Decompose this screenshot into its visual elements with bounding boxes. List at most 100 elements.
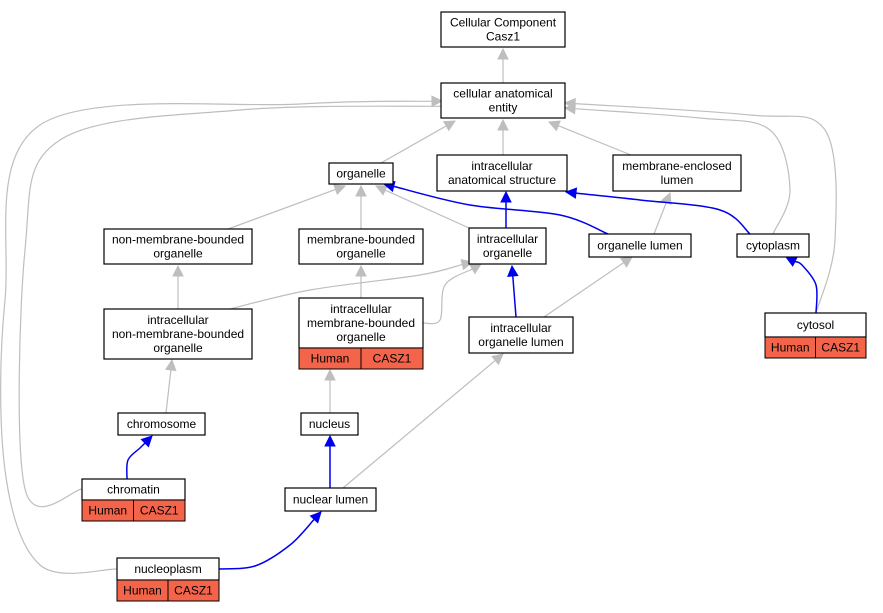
go-term-node-organelle[interactable]: organelle <box>328 162 394 185</box>
arrowhead-icon <box>172 264 184 277</box>
arrowhead-icon <box>140 435 153 448</box>
go-term-node-inmbo[interactable]: intracellularnon-membrane-boundedorganel… <box>103 308 253 360</box>
node-label: cytoplasm <box>746 239 800 253</box>
node-label: organelle lumen <box>597 239 682 253</box>
edge-line <box>18 105 449 508</box>
edge-io-to-organelle <box>374 185 470 229</box>
annotation-gene-label: CASZ1 <box>373 352 412 366</box>
node-label: intracellular <box>330 302 391 316</box>
node-label: intracellular <box>490 321 551 335</box>
edge-mel-to-cae <box>547 120 632 156</box>
node-label: chromatin <box>107 483 160 497</box>
annotation-gene-cell <box>133 499 186 522</box>
annotation-gene-cell <box>815 336 867 359</box>
go-term-node-imbo[interactable]: intracellularmembrane-boundedorganelleHu… <box>298 297 424 370</box>
annotation-gene-label: CASZ1 <box>140 504 179 518</box>
arrowhead-icon <box>507 264 519 277</box>
edge-line <box>422 268 473 325</box>
go-term-node-ol[interactable]: organelle lumen <box>588 233 692 258</box>
arrowhead-icon <box>500 190 512 203</box>
node-box <box>117 412 206 436</box>
node-label: intracellular <box>477 232 538 246</box>
edge-nl-to-nucleus <box>324 434 336 488</box>
edge-ol-to-mel <box>653 191 672 235</box>
edge-cyto-to-ias <box>564 187 751 235</box>
node-label: organelle lumen <box>478 335 563 349</box>
node-label: non-membrane-bounded <box>112 327 244 341</box>
node-label: cytosol <box>797 318 834 332</box>
annotation-gene-cell <box>360 347 424 370</box>
arrowhead-icon <box>374 185 388 196</box>
node-box <box>440 11 566 48</box>
node-label: nucleus <box>309 417 350 431</box>
edge-line <box>0 100 433 574</box>
edge-line <box>165 369 172 414</box>
edge-cae-to-root <box>497 47 509 83</box>
go-term-node-nucleus[interactable]: nucleus <box>300 412 359 436</box>
annotation-gene-label: CASZ1 <box>174 584 213 598</box>
go-term-node-nl[interactable]: nuclear lumen <box>284 487 377 512</box>
edge-line <box>543 262 625 318</box>
arrowhead-icon <box>309 511 322 524</box>
annotation-species-label: Human <box>771 341 810 355</box>
node-box <box>300 412 359 436</box>
arrowhead-icon <box>333 184 347 196</box>
edge-ias-to-cae <box>497 118 509 155</box>
edge-nucleoplasm-to-nl <box>218 511 322 570</box>
node-box <box>103 308 253 360</box>
edge-chromatin-to-chromosome <box>126 435 153 480</box>
arrowhead-icon <box>324 434 336 447</box>
edge-line <box>380 125 447 164</box>
arrowhead-icon <box>468 263 482 275</box>
node-box <box>588 233 692 258</box>
node-label: nuclear lumen <box>293 493 368 507</box>
node-label: organelle <box>336 247 386 261</box>
edge-line <box>512 275 517 318</box>
edge-line <box>575 192 751 235</box>
arrowhead-icon <box>491 353 504 366</box>
edge-nmbo-to-organelle <box>227 184 347 230</box>
arrowhead-icon <box>497 118 509 131</box>
node-label: organelle <box>153 341 203 355</box>
go-term-node-cyto[interactable]: cytoplasm <box>736 233 810 258</box>
arrowhead-icon <box>165 358 177 372</box>
edge-nl-to-iol <box>342 353 504 489</box>
edge-io-to-ias <box>500 190 512 228</box>
node-box <box>468 316 574 354</box>
annotation-gene-cell <box>167 579 220 602</box>
node-box <box>468 227 547 265</box>
node-label: Casz1 <box>486 30 520 44</box>
edge-line <box>342 359 496 489</box>
arrowhead-icon <box>497 47 509 60</box>
edge-imbo-to-mbo <box>355 264 367 298</box>
node-label: entity <box>489 101 518 115</box>
edge-line <box>218 518 315 570</box>
node-box <box>284 487 377 512</box>
arrowhead-icon <box>324 368 336 381</box>
edge-line <box>384 189 470 229</box>
go-term-node-chromosome[interactable]: chromosome <box>117 412 206 436</box>
annotation-gene-label: CASZ1 <box>821 341 860 355</box>
annotation-species-label: Human <box>123 584 162 598</box>
edge-cytosol-to-cyto <box>784 256 818 314</box>
node-label: Cellular Component <box>450 16 557 30</box>
arrowhead-icon <box>620 256 633 268</box>
edge-line <box>227 188 336 230</box>
node-box <box>436 154 568 192</box>
node-label: organelle <box>336 167 386 181</box>
arrowhead-icon <box>563 97 576 110</box>
node-label: organelle <box>483 246 533 260</box>
node-box <box>103 228 253 265</box>
edge-nucleoplasm-to-cae <box>0 95 444 574</box>
